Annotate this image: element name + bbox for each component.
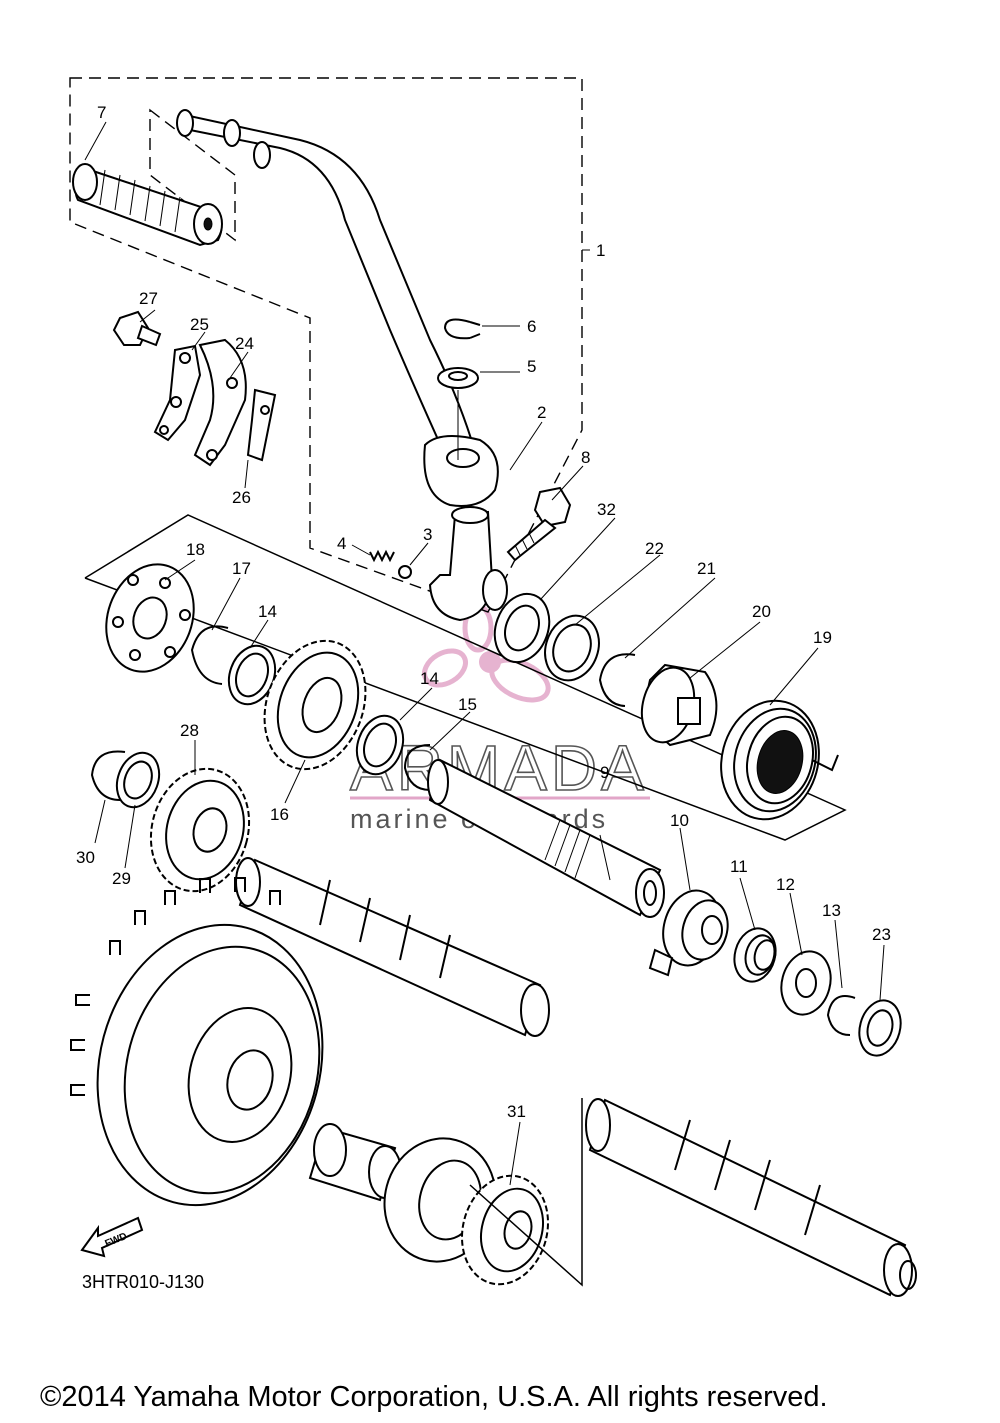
- gear-28: [149, 767, 251, 893]
- callout-19: 19: [813, 628, 832, 647]
- clip-15: [403, 744, 431, 791]
- callout-12: 12: [776, 875, 795, 894]
- callout-32: 32: [597, 500, 616, 519]
- callout-4: 4: [337, 534, 346, 553]
- callout-26: 26: [232, 488, 251, 507]
- callout-13: 13: [822, 901, 841, 920]
- kick-shaft-9: [427, 758, 665, 918]
- plate-25: [153, 344, 202, 442]
- callout-15: 15: [458, 695, 477, 714]
- bolt-8: [506, 486, 572, 562]
- callout-28: 28: [180, 721, 199, 740]
- callout-22: 22: [645, 539, 664, 558]
- callout-8: 8: [581, 448, 590, 467]
- guide-24: [193, 338, 247, 467]
- boss-2: [428, 506, 508, 622]
- ball-3: [398, 565, 412, 579]
- callout-20: 20: [752, 602, 771, 621]
- callout-3: 3: [423, 525, 432, 544]
- spring-guide-20: [640, 663, 718, 747]
- plate-18: [105, 563, 195, 673]
- callout-29: 29: [112, 869, 131, 888]
- bolt-27: [112, 310, 162, 347]
- callout-1: 1: [596, 241, 605, 260]
- callout-25: 25: [190, 315, 209, 334]
- circlip-30: [90, 750, 126, 801]
- spring-4: [369, 549, 395, 563]
- reference-code: 3HTR010-J130: [82, 1272, 204, 1292]
- kick-crank-lever: [176, 109, 499, 507]
- callout-30: 30: [76, 848, 95, 867]
- callout-9: 9: [600, 763, 609, 782]
- callout-27: 27: [139, 289, 158, 308]
- callout-10: 10: [670, 811, 689, 830]
- callout-7: 7: [97, 103, 106, 122]
- washer-14b: [355, 714, 405, 776]
- collar: [308, 1123, 402, 1202]
- callout-6: 6: [527, 317, 536, 336]
- copyright-notice: ©2014 Yamaha Motor Corporation, U.S.A. A…: [40, 1381, 828, 1413]
- callout-5: 5: [527, 357, 536, 376]
- callout-31: 31: [507, 1102, 526, 1121]
- callout-23: 23: [872, 925, 891, 944]
- callout-14-upper: 14: [258, 602, 277, 621]
- fwd-arrow-icon: FWD: [80, 1216, 144, 1258]
- idle-gear-10: [648, 889, 729, 977]
- circlip-21: [598, 653, 636, 707]
- callout-14-lower: 14: [420, 669, 439, 688]
- circlip-17: [190, 625, 229, 685]
- circlip-13: [826, 995, 856, 1036]
- callout-11: 11: [730, 857, 748, 876]
- clutch-housing: [70, 877, 324, 1207]
- washer-23: [858, 999, 902, 1057]
- propeller-logo: [422, 603, 551, 703]
- drive-axle: [585, 1098, 917, 1297]
- washer-22: [544, 614, 600, 682]
- leader-lines: [84, 121, 885, 1186]
- spring-11: [733, 927, 777, 983]
- callout-24: 24: [235, 334, 254, 353]
- gear-16: [263, 639, 367, 771]
- assembly-axis: [84, 514, 847, 841]
- grip-boundary: [149, 108, 236, 242]
- washer-5: [437, 367, 479, 389]
- plate-26: [246, 388, 277, 462]
- gear-31-leader-frame: [469, 1098, 583, 1287]
- callout-16: 16: [270, 805, 289, 824]
- callout-2: 2: [537, 403, 546, 422]
- washer-29: [115, 751, 161, 809]
- circlip-6: [443, 318, 481, 340]
- callout-18: 18: [186, 540, 205, 559]
- assembly-boundary: [69, 77, 583, 613]
- callout-21: 21: [697, 559, 716, 578]
- torsion-spring-19: [720, 699, 839, 821]
- callout-17: 17: [232, 559, 251, 578]
- grip-rubber: [72, 163, 223, 247]
- callouts: 1 2 3 4 5 6 7 8 9 10 11 12 13 14 14 15 1…: [76, 103, 891, 1121]
- washer-12: [780, 950, 832, 1016]
